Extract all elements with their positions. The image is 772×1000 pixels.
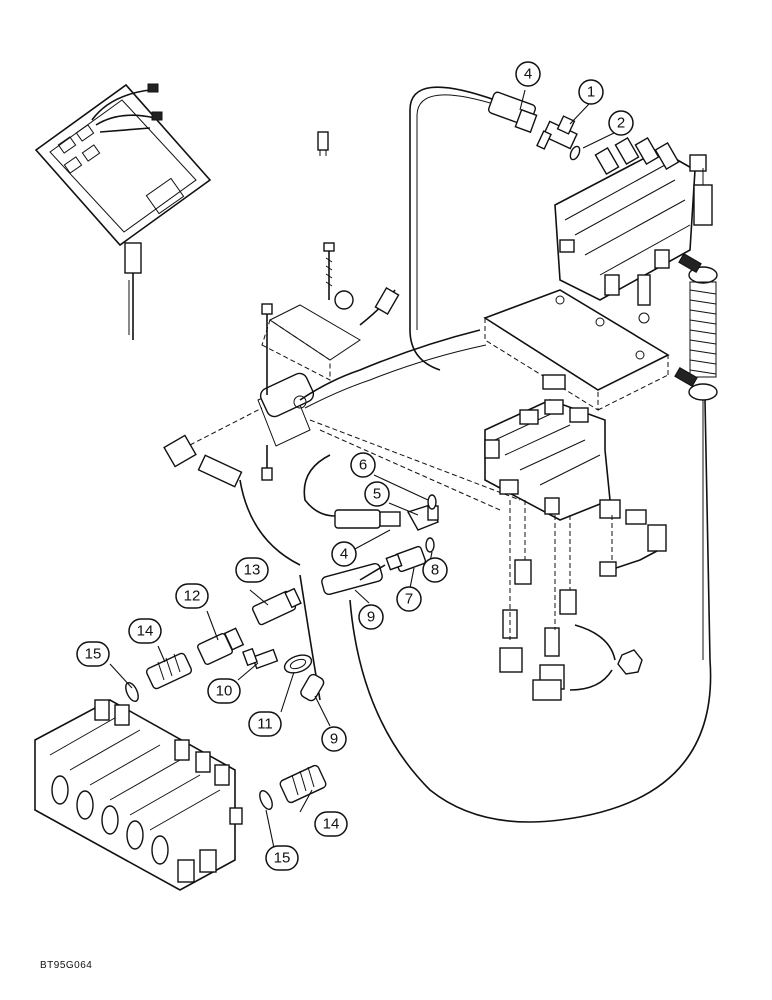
- callout-15-lower: 15: [265, 845, 299, 871]
- callout-4-top: 4: [515, 61, 541, 87]
- callout-2: 2: [608, 110, 634, 136]
- callout-label: 1: [587, 84, 595, 101]
- callout-9-lower: 9: [321, 726, 347, 752]
- callout-14-lower: 14: [314, 811, 348, 837]
- callout-label: 15: [274, 850, 291, 867]
- hose-fitting-upper-right: [637, 168, 713, 324]
- callout-label: 4: [340, 546, 348, 563]
- figure-code: BT95G064: [40, 960, 93, 971]
- wire-harness-left: [124, 242, 142, 340]
- o-ring-15-lower: [259, 789, 273, 811]
- mounting-bracket-left: [163, 303, 361, 488]
- adapter-14-upper: [145, 652, 193, 690]
- hose-main: [239, 329, 712, 823]
- tee-fitting-1: [536, 115, 578, 150]
- callout-13: 13: [235, 557, 269, 583]
- callout-6: 6: [350, 452, 376, 478]
- control-valve-lower: [484, 399, 621, 521]
- tee-fitting-12: [197, 627, 245, 666]
- hose-end-4-top: [487, 91, 538, 134]
- control-valve-upper: [554, 137, 707, 301]
- callout-label: 14: [323, 816, 340, 833]
- mounting-plate-center: [483, 289, 670, 411]
- callout-9-upper: 9: [358, 604, 384, 630]
- callout-1: 1: [578, 79, 604, 105]
- callout-label: 10: [216, 683, 233, 700]
- o-ring-2: [569, 145, 581, 161]
- spring-cover: [674, 252, 718, 660]
- callout-5: 5: [364, 481, 390, 507]
- callout-label: 6: [359, 457, 367, 474]
- callout-label: 9: [367, 609, 375, 626]
- callout-label: 9: [330, 731, 338, 748]
- control-panel: [34, 83, 212, 247]
- callout-12: 12: [175, 583, 209, 609]
- callout-4-middle: 4: [331, 541, 357, 567]
- hose-long-upper: [409, 86, 501, 371]
- sensor-plug: [334, 287, 400, 326]
- callout-label: 12: [184, 588, 201, 605]
- o-ring-6: [427, 494, 437, 510]
- callout-8: 8: [422, 557, 448, 583]
- callout-label: 2: [617, 115, 625, 132]
- o-ring-15-upper: [125, 681, 139, 703]
- callout-14-upper: 14: [128, 618, 162, 644]
- valve-fittings-lower-right: [499, 500, 667, 701]
- connector-7: [385, 545, 427, 573]
- adapter-14-lower: [279, 764, 327, 804]
- callout-10: 10: [207, 678, 241, 704]
- connector-10: [242, 647, 279, 670]
- callout-label: 14: [137, 623, 154, 640]
- hose-end-4-middle: [334, 509, 401, 529]
- adapter-13: [251, 587, 302, 626]
- callout-7: 7: [396, 586, 422, 612]
- hose-9-upper: [321, 562, 386, 596]
- control-valve-main: [34, 699, 243, 891]
- callout-15-upper: 15: [76, 641, 110, 667]
- wire-connector-top: [317, 131, 329, 156]
- hose-clamp-11: [283, 654, 313, 674]
- callout-label: 7: [405, 591, 413, 608]
- hose-9-lower: [300, 673, 325, 702]
- bolt-top: [323, 242, 335, 300]
- callout-11: 11: [248, 711, 282, 737]
- callout-label: 13: [244, 562, 261, 579]
- callout-label: 8: [431, 562, 439, 579]
- callout-label: 5: [373, 486, 381, 503]
- callout-label: 11: [257, 716, 273, 733]
- leader-lines: [109, 89, 615, 849]
- callout-label: 15: [85, 646, 102, 663]
- o-ring-8: [425, 537, 435, 553]
- callout-label: 4: [524, 66, 532, 83]
